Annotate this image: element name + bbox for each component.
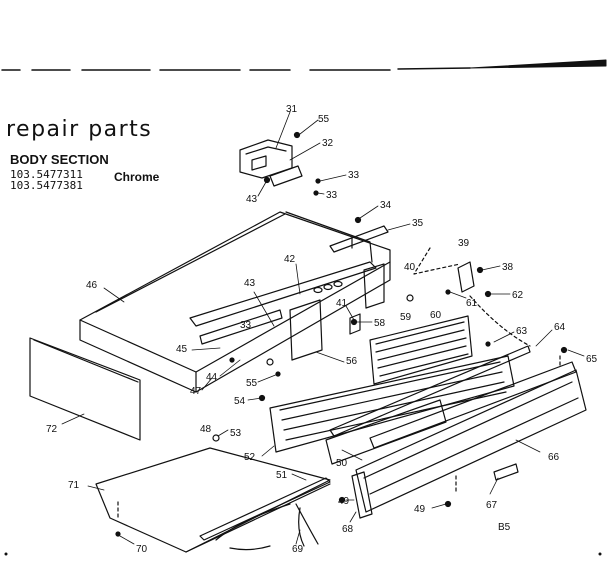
callout-label: 61 bbox=[466, 298, 478, 309]
finish-label: Chrome bbox=[114, 170, 160, 184]
callout-label: 40 bbox=[404, 262, 416, 273]
top-rail bbox=[329, 225, 389, 253]
louver-panel bbox=[369, 315, 473, 385]
leader-lines bbox=[61, 111, 585, 545]
callout-label: 50 bbox=[336, 458, 348, 469]
callout-labels: 31 55 32 33 33 43 34 35 39 40 38 61 62 4… bbox=[46, 104, 598, 555]
callout-label: 41 bbox=[336, 298, 348, 309]
callout-label: 38 bbox=[502, 262, 514, 273]
callout-label: 72 bbox=[46, 424, 58, 435]
callout-label: 68 bbox=[342, 524, 354, 535]
callout-label: 47 bbox=[190, 386, 202, 397]
callout-label: 55 bbox=[246, 378, 258, 389]
callout-label: 49 bbox=[338, 496, 350, 507]
callout-label: 66 bbox=[548, 452, 560, 463]
bracket-assembly bbox=[239, 131, 321, 196]
page-code: B5 bbox=[498, 522, 511, 533]
callout-label: 59 bbox=[400, 312, 412, 323]
bottom-strip bbox=[199, 477, 331, 541]
model-number-1: 103.5477311 bbox=[10, 168, 83, 181]
callout-label: 51 bbox=[276, 470, 288, 481]
callout-label: 70 bbox=[136, 544, 148, 555]
callout-label: 52 bbox=[244, 452, 256, 463]
page-title: repair parts bbox=[6, 117, 153, 142]
small-bar bbox=[493, 463, 519, 481]
callout-label: 33 bbox=[326, 190, 338, 201]
main-housing bbox=[79, 211, 391, 393]
callout-label: 63 bbox=[516, 326, 528, 337]
top-border-rule bbox=[1, 59, 607, 71]
callout-label: 56 bbox=[346, 356, 358, 367]
callout-label: 69 bbox=[292, 544, 304, 555]
callout-label: 33 bbox=[240, 320, 252, 331]
callout-label: 46 bbox=[86, 280, 98, 291]
fasteners bbox=[115, 216, 568, 537]
callout-label: 49 bbox=[414, 504, 426, 515]
model-number-2: 103.5477381 bbox=[10, 179, 83, 192]
callout-label: 65 bbox=[586, 354, 598, 365]
callout-label: 55 bbox=[318, 114, 330, 125]
section-title: BODY SECTION bbox=[10, 152, 109, 167]
callout-label: 32 bbox=[322, 138, 334, 149]
front-grille bbox=[269, 355, 515, 453]
front-fascia bbox=[351, 369, 587, 519]
callout-label: 43 bbox=[246, 194, 258, 205]
callout-label: 62 bbox=[512, 290, 524, 301]
callout-label: 39 bbox=[458, 238, 470, 249]
callout-label: 43 bbox=[244, 278, 256, 289]
corner-dot bbox=[598, 552, 602, 556]
wire-harness bbox=[215, 503, 319, 551]
end-panel bbox=[29, 337, 141, 441]
callout-label: 67 bbox=[486, 500, 498, 511]
callout-label: 71 bbox=[68, 480, 80, 491]
callout-label: 58 bbox=[374, 318, 386, 329]
callout-label: 45 bbox=[176, 344, 188, 355]
callout-label: 31 bbox=[286, 104, 298, 115]
callout-label: 53 bbox=[230, 428, 242, 439]
switch-component bbox=[445, 261, 492, 298]
callout-label: 42 bbox=[284, 254, 296, 265]
dashed-leaders bbox=[117, 247, 561, 521]
callout-label: 34 bbox=[380, 200, 392, 211]
callout-label: 48 bbox=[200, 424, 212, 435]
callout-label: 44 bbox=[206, 372, 218, 383]
callout-label: 33 bbox=[348, 170, 360, 181]
callout-label: 60 bbox=[430, 310, 442, 321]
callout-label: 64 bbox=[554, 322, 566, 333]
inner-chassis bbox=[189, 261, 385, 361]
corner-dot bbox=[4, 552, 8, 556]
callout-label: 54 bbox=[234, 396, 246, 407]
inner-panel bbox=[325, 399, 447, 465]
callout-label: 35 bbox=[412, 218, 424, 229]
